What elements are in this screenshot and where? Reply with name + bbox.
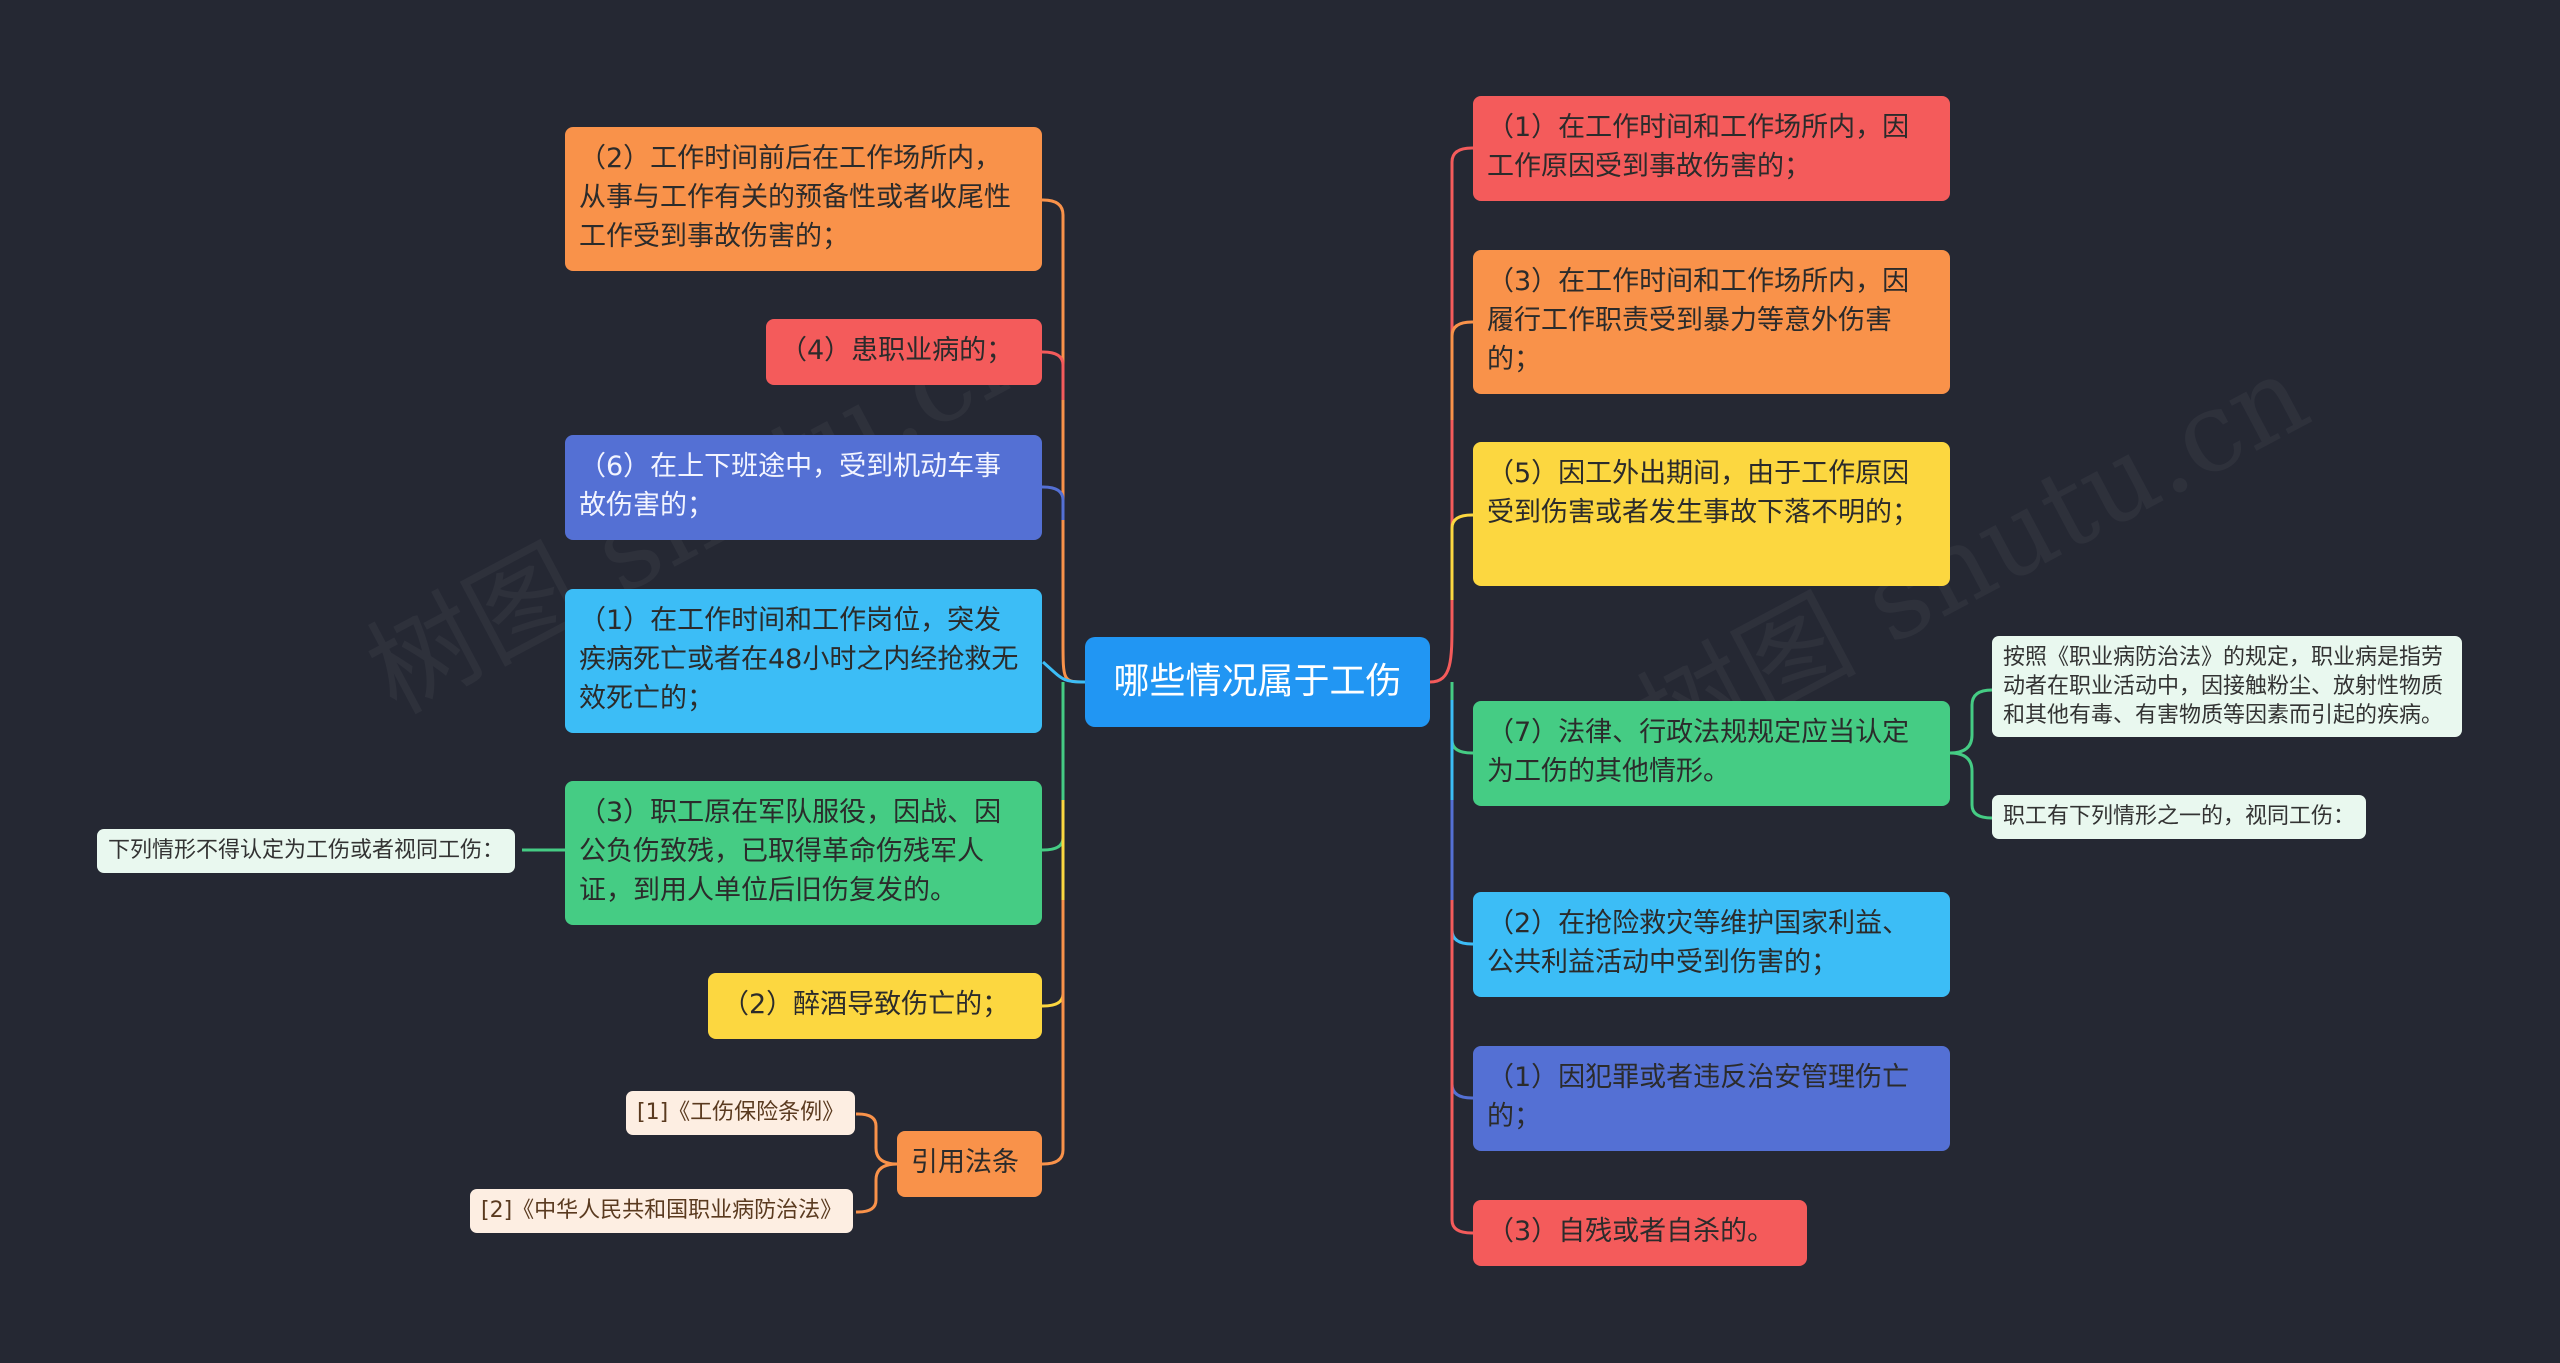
left-node-5[interactable]: （3）职工原在军队服役，因战、因公负伤致残，已取得革命伤残军人证，到用人单位后旧… <box>565 781 1042 925</box>
link-right-1 <box>1429 146 1473 684</box>
left-node-1[interactable]: （2）工作时间前后在工作场所内，从事与工作有关的预备性或者收尾性工作受到事故伤害… <box>565 127 1042 271</box>
right-leaf-definition[interactable]: 按照《职业病防治法》的规定，职业病是指劳动者在职业活动中，因接触粉尘、放射性物质… <box>1992 636 2462 737</box>
right-node-4[interactable]: （7）法律、行政法规规定应当认定为工伤的其他情形。 <box>1473 701 1950 806</box>
right-node-6[interactable]: （1）因犯罪或者违反治安管理伤亡的； <box>1473 1046 1950 1151</box>
right-leaf-note[interactable]: 职工有下列情形之一的，视同工伤： <box>1992 795 2367 839</box>
link-left-4 <box>1041 660 1086 684</box>
link-right-leaf-2 <box>1949 751 1993 820</box>
left-leaf-ref-2[interactable]: [2]《中华人民共和国职业病防治法》 <box>470 1189 854 1233</box>
right-node-5[interactable]: （2）在抢险救灾等维护国家利益、公共利益活动中受到伤害的； <box>1473 892 1950 997</box>
link-ref-1 <box>856 1112 898 1166</box>
left-node-2[interactable]: （4）患职业病的； <box>766 319 1042 385</box>
left-leaf-ref-1[interactable]: [1]《工伤保险条例》 <box>626 1091 856 1135</box>
link-left-2 <box>1042 350 1065 400</box>
right-node-2[interactable]: （3）在工作时间和工作场所内，因履行工作职责受到暴力等意外伤害的； <box>1473 250 1950 394</box>
link-right-5 <box>1450 700 1473 946</box>
link-right-leaf-1 <box>1949 688 1993 755</box>
left-node-6[interactable]: （2）醉酒导致伤亡的； <box>708 973 1042 1039</box>
link-left-5 <box>1042 682 1065 852</box>
right-node-1[interactable]: （1）在工作时间和工作场所内，因工作原因受到事故伤害的； <box>1473 96 1950 201</box>
link-left-3 <box>1042 485 1065 520</box>
right-node-3[interactable]: （5）因工外出期间，由于工作原因受到伤害或者发生事故下落不明的； <box>1473 442 1950 586</box>
link-left-6 <box>1042 800 1065 1008</box>
left-node-7[interactable]: 引用法条 <box>897 1131 1042 1197</box>
root-topic[interactable]: 哪些情况属于工伤 <box>1085 637 1430 727</box>
right-node-7[interactable]: （3）自残或者自杀的。 <box>1473 1200 1807 1266</box>
link-left-7 <box>1042 900 1065 1166</box>
left-node-3[interactable]: （6）在上下班途中，受到机动车事故伤害的； <box>565 435 1042 540</box>
left-leaf-note[interactable]: 下列情形不得认定为工伤或者视同工伤： <box>97 829 516 873</box>
link-right-3 <box>1450 513 1473 600</box>
link-right-7 <box>1450 900 1473 1235</box>
link-ref-2 <box>856 1162 898 1214</box>
link-right-4 <box>1450 682 1473 755</box>
link-right-2 <box>1450 320 1473 420</box>
link-right-6 <box>1450 800 1473 1100</box>
link-left-1 <box>1042 198 1086 684</box>
left-node-4[interactable]: （1）在工作时间和工作岗位，突发疾病死亡或者在48小时之内经抢救无效死亡的； <box>565 589 1042 733</box>
